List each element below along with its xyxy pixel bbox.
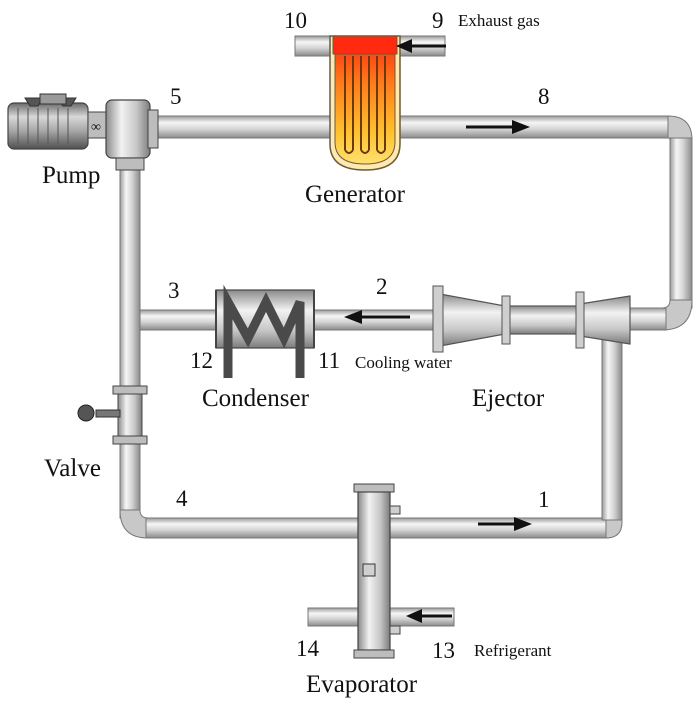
flow-arrows (344, 39, 532, 623)
label-condenser: Condenser (202, 385, 310, 412)
labels: Pump Generator Condenser Ejector Valve E… (42, 8, 552, 698)
label-cooling-water: Cooling water (355, 353, 452, 372)
valve (77, 385, 148, 445)
label-valve: Valve (44, 455, 101, 482)
label-generator: Generator (305, 181, 406, 208)
arrow-left-2-icon (344, 310, 410, 324)
label-exhaust-gas: Exhaust gas (458, 11, 540, 30)
generator (329, 35, 401, 171)
state-point-13: 13 (432, 638, 455, 663)
arrow-left-refrigerant-icon (406, 609, 452, 623)
label-pump: Pump (42, 162, 100, 189)
state-point-2: 2 (376, 274, 388, 299)
ejector (432, 285, 631, 353)
state-point-10: 10 (284, 8, 307, 33)
label-ejector: Ejector (472, 385, 545, 412)
arrow-right-8-icon (466, 120, 530, 134)
arrow-right-1-icon (478, 517, 532, 531)
svg-text:∞: ∞ (91, 120, 101, 135)
pump: ∞ (7, 93, 159, 171)
state-point-9: 9 (432, 8, 444, 33)
evaporator (353, 483, 401, 659)
arrow-left-exhaust-icon (396, 39, 446, 53)
label-refrigerant: Refrigerant (474, 641, 552, 660)
label-evaporator: Evaporator (306, 671, 418, 698)
state-point-14: 14 (296, 636, 320, 661)
state-point-1: 1 (538, 487, 550, 512)
state-point-12: 12 (190, 348, 213, 373)
condenser (215, 284, 315, 378)
state-point-4: 4 (176, 486, 188, 511)
state-point-8: 8 (538, 84, 550, 109)
state-point-3: 3 (168, 278, 180, 303)
state-point-11: 11 (318, 348, 340, 373)
state-point-5: 5 (170, 84, 182, 109)
